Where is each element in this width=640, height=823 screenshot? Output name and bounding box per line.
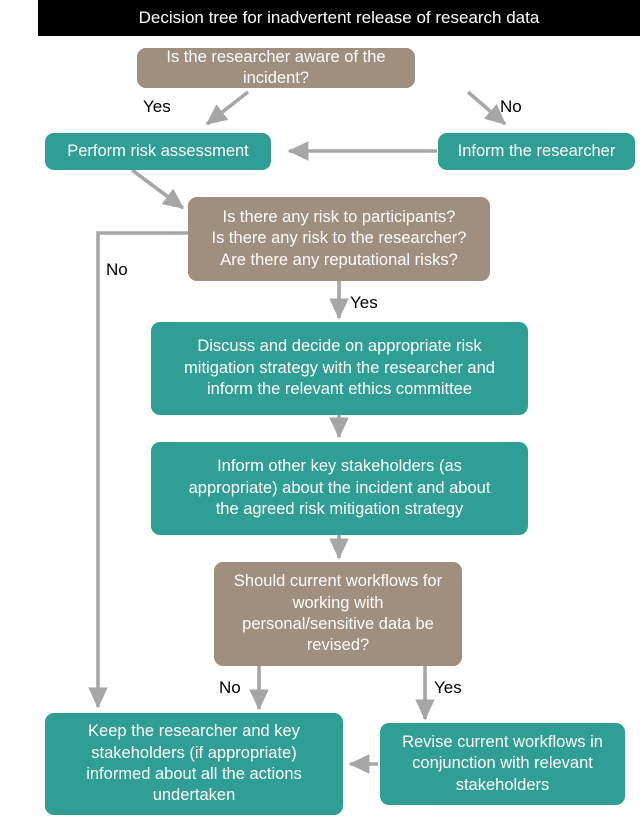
page-title: Decision tree for inadvertent release of…	[38, 0, 640, 36]
process-inform-the-researcher[interactable]: Inform the researcher	[438, 133, 635, 170]
process-inform-key-stakeholders[interactable]: Inform other key stakeholders (as approp…	[151, 442, 528, 535]
branch-label-workflows-yes: Yes	[434, 678, 462, 697]
branch-label-risks-yes: Yes	[350, 293, 378, 312]
decision-researcher-aware[interactable]: Is the researcher aware of the incident?	[137, 48, 415, 88]
connector-assessment-to-risks	[130, 168, 185, 210]
process-revise-current-workflows[interactable]: Revise current workflows in conjunction …	[380, 723, 625, 805]
branch-label-aware-no: No	[500, 97, 522, 116]
branch-label-risks-no: No	[106, 260, 128, 279]
process-discuss-and-decide[interactable]: Discuss and decide on appropriate risk m…	[151, 322, 528, 415]
connector-aware-yes	[205, 90, 250, 126]
process-keep-informed[interactable]: Keep the researcher and key stakeholders…	[45, 713, 343, 815]
connector-risks-no	[88, 231, 188, 709]
decision-revise-workflows[interactable]: Should current workflows for working wit…	[214, 562, 462, 666]
branch-label-aware-yes: Yes	[143, 97, 171, 116]
decision-any-risks[interactable]: Is there any risk to participants? Is th…	[188, 197, 490, 281]
process-perform-risk-assessment[interactable]: Perform risk assessment	[45, 133, 271, 170]
branch-label-workflows-no: No	[219, 678, 241, 697]
connector-aware-no	[466, 90, 507, 126]
